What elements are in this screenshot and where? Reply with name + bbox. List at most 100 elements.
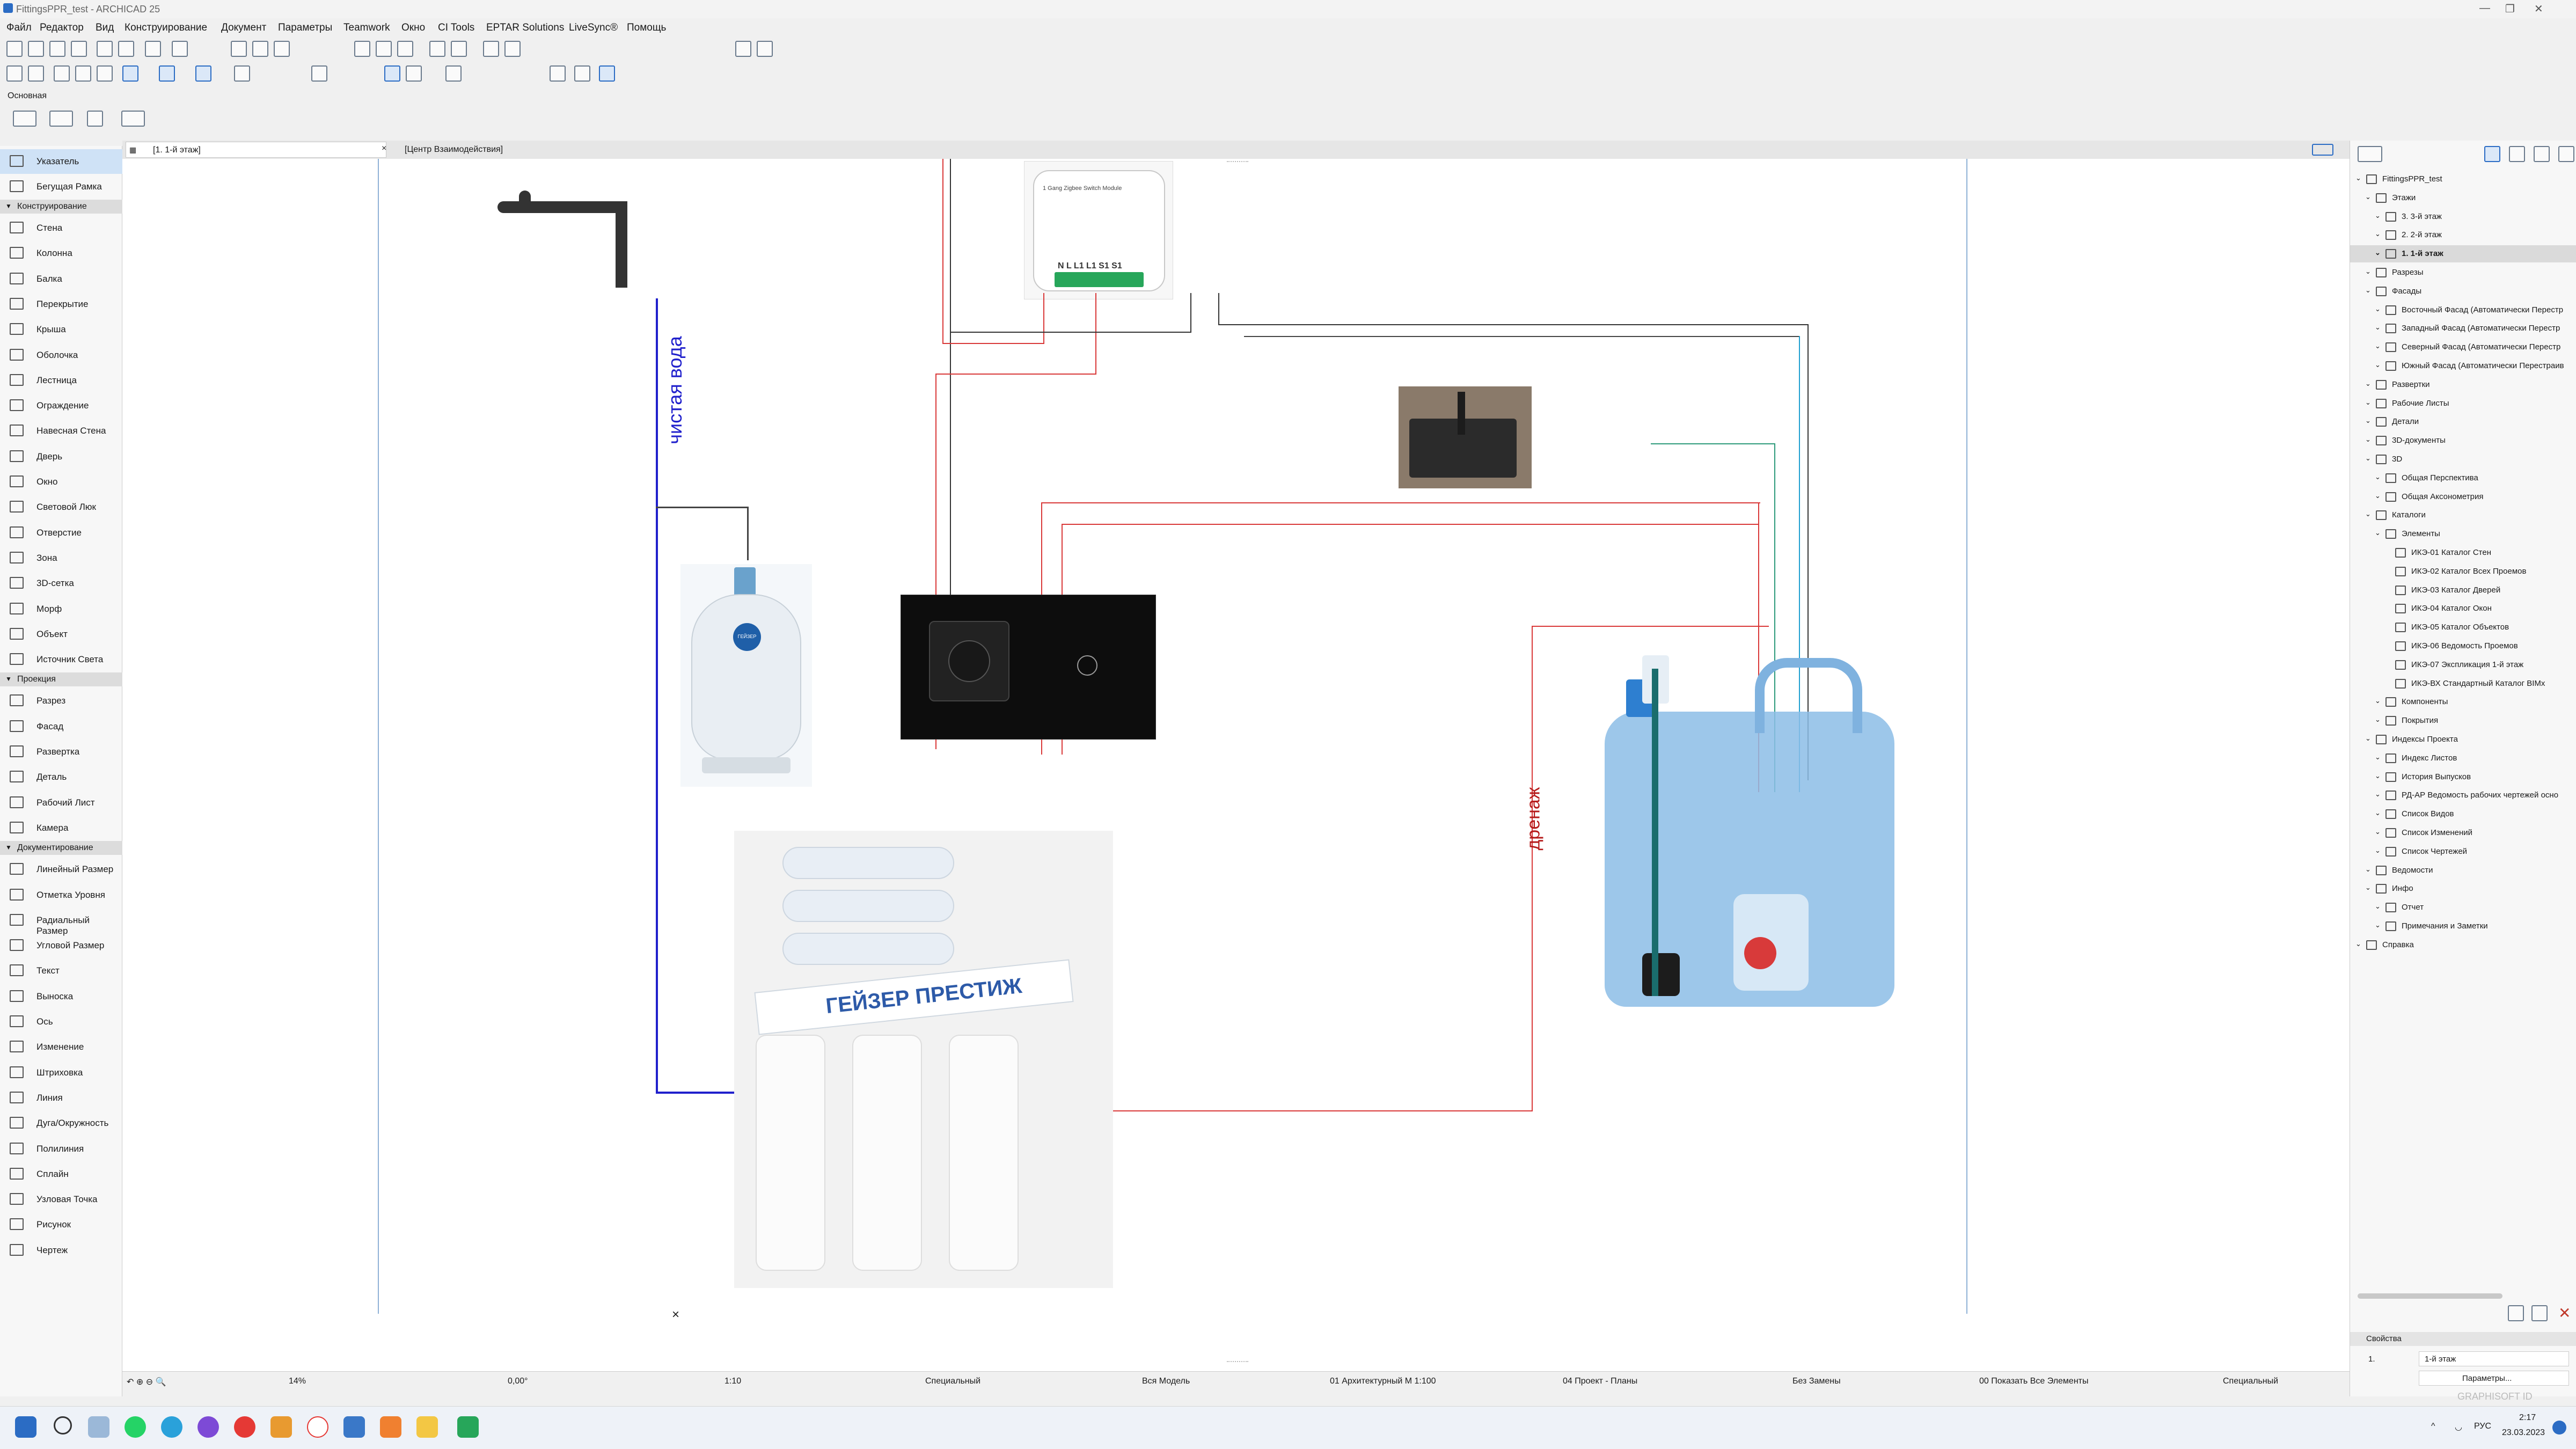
project-map-icon[interactable]	[2484, 146, 2500, 162]
menu-ci-tools[interactable]: CI Tools	[438, 22, 475, 33]
tool-item[interactable]: Крыша	[0, 317, 122, 342]
tool-item[interactable]: Объект	[0, 622, 122, 647]
tree-item[interactable]: ⌄Восточный Фасад (Автоматически Перестр	[2350, 302, 2576, 319]
publish-icon[interactable]	[145, 41, 161, 57]
tool-item[interactable]: Зона	[0, 546, 122, 570]
expand-arrow-icon[interactable]: ⌄	[2375, 342, 2381, 350]
tool-item[interactable]: Разрез	[0, 689, 122, 713]
tree-item[interactable]: ⌄3D	[2350, 451, 2576, 468]
parameters-button[interactable]: Параметры...	[2419, 1371, 2569, 1386]
tray-chevron-icon[interactable]: ^	[2431, 1422, 2435, 1431]
close-icon[interactable]: ✕	[2534, 3, 2543, 15]
tree-item[interactable]: ⌄Индекс Листов	[2350, 750, 2576, 767]
toolbox-section-header[interactable]: ▼Документирование	[0, 841, 122, 855]
tool-item[interactable]: Рисунок	[0, 1212, 122, 1237]
expand-arrow-icon[interactable]: ⌄	[2375, 902, 2381, 911]
tree-item[interactable]: ⌄Этажи	[2350, 189, 2576, 207]
tool-item[interactable]: Рабочий Лист	[0, 791, 122, 815]
bottom-scroll-marker[interactable]	[1227, 1361, 1248, 1364]
telegram-icon[interactable]	[161, 1416, 182, 1438]
menu-design[interactable]: Конструирование	[125, 22, 208, 33]
grid-snap-icon[interactable]	[234, 65, 250, 82]
new-folder-icon[interactable]	[2508, 1305, 2524, 1321]
clock-time[interactable]: 2:17	[2519, 1413, 2536, 1422]
tool-item[interactable]: Выноска	[0, 984, 122, 1009]
expand-arrow-icon[interactable]: ⌄	[2365, 286, 2371, 294]
language-indicator[interactable]: РУС	[2474, 1422, 2492, 1431]
expand-arrow-icon[interactable]: ⌄	[2365, 267, 2371, 275]
expand-arrow-icon[interactable]: ⌄	[2375, 846, 2381, 854]
expand-arrow-icon[interactable]: ⌄	[2375, 248, 2381, 257]
tool-item[interactable]: Линия	[0, 1086, 122, 1110]
tool-item[interactable]: Лестница	[0, 368, 122, 393]
tool-item[interactable]: Морф	[0, 597, 122, 621]
redo-icon[interactable]	[28, 65, 44, 82]
expand-arrow-icon[interactable]: ⌄	[2375, 211, 2381, 219]
tree-item[interactable]: ⌄Южный Фасад (Автоматически Перестраив	[2350, 357, 2576, 375]
expand-arrow-icon[interactable]: ⌄	[2365, 865, 2371, 873]
marquee-icon[interactable]	[406, 65, 422, 82]
view-map-icon[interactable]	[2509, 146, 2525, 162]
tool-item[interactable]: Линейный Размер	[0, 857, 122, 882]
expand-arrow-icon[interactable]: ⌄	[2375, 921, 2381, 929]
tab-floor-plan[interactable]: ▦ [1. 1-й этаж] ×	[126, 142, 386, 158]
tool-item[interactable]: Оболочка	[0, 343, 122, 368]
expand-arrow-icon[interactable]: ⌄	[2375, 304, 2381, 313]
floor-plan-canvas[interactable]: чистая вода ГЕЙЗЕР 1 Gang Zigbee Switch …	[122, 159, 2350, 1377]
tool-item[interactable]: Радиальный Размер	[0, 908, 122, 936]
tab-info-center[interactable]: [Центр Взаимодействия]	[391, 142, 519, 158]
tree-item[interactable]: ⌄Северный Фасад (Автоматически Перестр	[2350, 339, 2576, 356]
filter-value[interactable]: 00 Показать Все Элементы	[1979, 1377, 2089, 1386]
tree-item[interactable]: ⌄Индексы Проекта	[2350, 731, 2576, 748]
layer-combination-value[interactable]: 01 Архитектурный М 1:100	[1330, 1377, 1436, 1386]
pick-up-icon[interactable]	[54, 65, 70, 82]
tool-item[interactable]: Фасад	[0, 714, 122, 739]
expand-arrow-icon[interactable]: ⌄	[2365, 435, 2371, 444]
expand-arrow-icon[interactable]: ⌄	[2365, 510, 2371, 518]
undo-icon[interactable]	[6, 65, 23, 82]
toolbox-section-header[interactable]: ▼Конструирование	[0, 200, 122, 214]
tab-options-icon[interactable]	[2312, 144, 2333, 156]
publisher-sets-icon[interactable]	[2558, 146, 2574, 162]
tool-item[interactable]: Развертка	[0, 740, 122, 764]
expand-arrow-icon[interactable]: ⌄	[2365, 734, 2371, 742]
arrow-tool-icon[interactable]	[121, 111, 145, 127]
tool-item[interactable]: Перекрытие	[0, 292, 122, 317]
tree-item[interactable]: ⌄Развертки	[2350, 376, 2576, 393]
tree-item[interactable]: ⌄Общая Аксонометрия	[2350, 488, 2576, 506]
group-icon[interactable]	[376, 41, 392, 57]
tree-item[interactable]: ⌄История Выпусков	[2350, 769, 2576, 786]
tool-item[interactable]: Колонна	[0, 241, 122, 266]
tool-item[interactable]: Ось	[0, 1009, 122, 1034]
layout-icon[interactable]	[172, 41, 188, 57]
tool-item[interactable]: Балка	[0, 267, 122, 291]
tree-item[interactable]: ⌄Список Изменений	[2350, 824, 2576, 841]
teamwork-icon[interactable]	[118, 41, 134, 57]
tree-item[interactable]: ⌄Покрытия	[2350, 712, 2576, 729]
trace-icon[interactable]	[384, 65, 400, 82]
layout-book-icon[interactable]	[2534, 146, 2550, 162]
arrange-icon[interactable]	[354, 41, 370, 57]
tree-item[interactable]: ⌄Ведомости	[2350, 862, 2576, 879]
relative-construction-icon[interactable]	[599, 65, 615, 82]
tree-item[interactable]: ⌄Справка	[2350, 936, 2576, 954]
tool-item[interactable]: Деталь	[0, 765, 122, 789]
tree-item[interactable]: ⌄FittingsPPR_test	[2350, 171, 2576, 188]
expand-arrow-icon[interactable]: ⌄	[2375, 230, 2381, 238]
print-icon[interactable]	[71, 41, 87, 57]
organizer-icon[interactable]	[757, 41, 773, 57]
menu-eptar[interactable]: EPTAR Solutions	[486, 22, 565, 33]
maximize-icon[interactable]: ❐	[2505, 3, 2515, 15]
zoom-value[interactable]: 14%	[289, 1377, 306, 1386]
zoom-tools-icon[interactable]: ↶ ⊕ ⊖ 🔍	[127, 1378, 166, 1387]
tool-arrow[interactable]: Указатель	[0, 149, 122, 174]
horizontal-scrollbar[interactable]	[2358, 1293, 2502, 1299]
geometry-method-icon[interactable]	[13, 111, 36, 127]
tool-marquee[interactable]: Бегущая Рамка	[0, 174, 122, 199]
expand-arrow-icon[interactable]: ⌄	[2375, 472, 2381, 481]
tree-item[interactable]: ИКЭ-05 Каталог Объектов	[2350, 619, 2576, 636]
clone-icon[interactable]	[2531, 1305, 2548, 1321]
yandex-icon[interactable]	[234, 1416, 255, 1438]
ortho-icon[interactable]	[574, 65, 590, 82]
tool-item[interactable]: Узловая Точка	[0, 1187, 122, 1212]
